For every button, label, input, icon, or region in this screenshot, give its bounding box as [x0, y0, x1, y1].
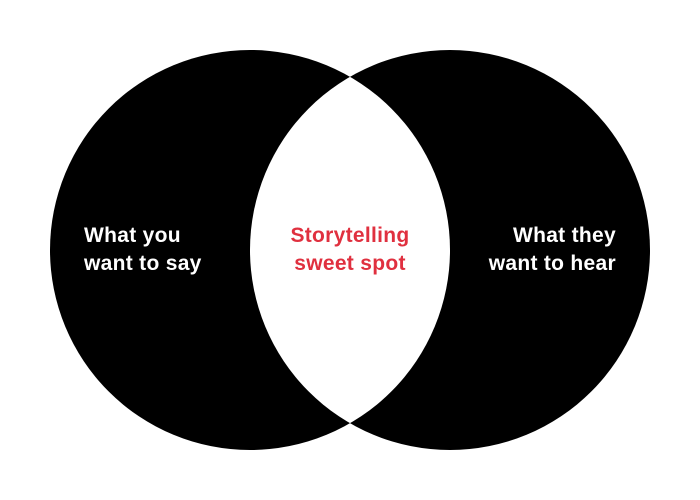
right-set-label: What they want to hear [460, 222, 616, 278]
right-set-label-line2: want to hear [488, 252, 616, 275]
intersection-label-line2: sweet spot [294, 252, 406, 275]
intersection-label-line1: Storytelling [290, 224, 410, 247]
left-set-label-line1: What you [84, 224, 181, 247]
intersection-region [250, 50, 450, 450]
right-set-label-line1: What they [512, 224, 616, 247]
left-set-label: What you want to say [84, 222, 234, 278]
intersection-label: Storytelling sweet spot [270, 222, 430, 278]
left-set-label-line2: want to say [84, 252, 202, 275]
